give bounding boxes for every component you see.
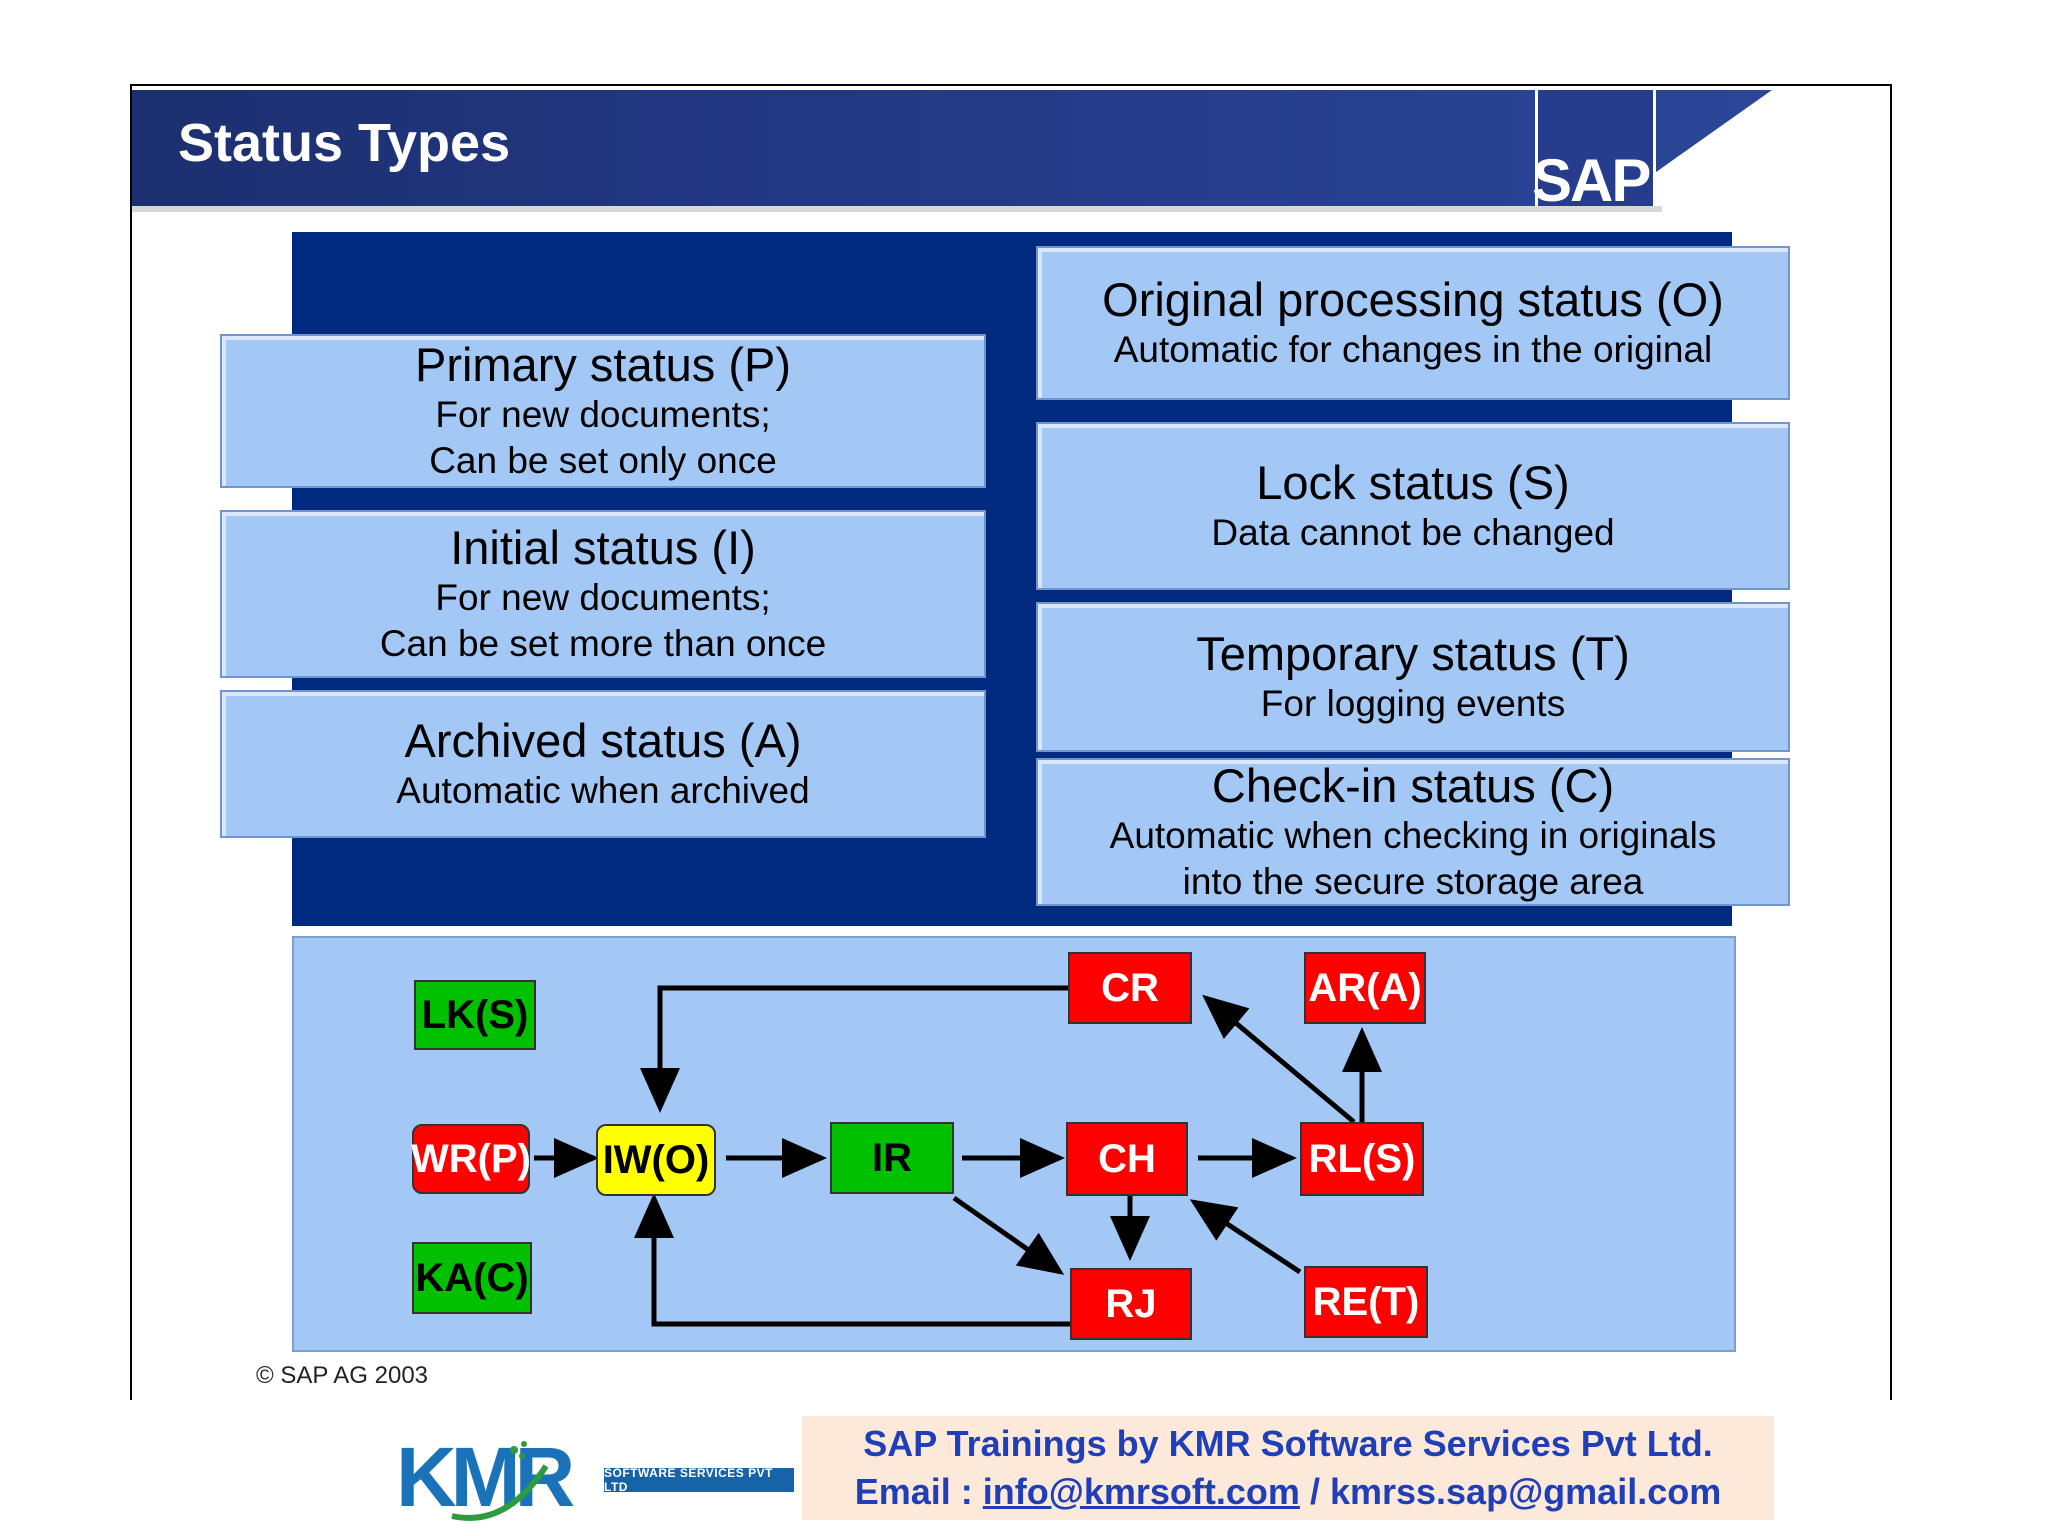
archived-status-box: Archived status (A) Automatic when archi… [220, 690, 986, 838]
node-rl: RL(S) [1300, 1122, 1424, 1196]
status-description: For logging events [1260, 683, 1566, 724]
title-bar-shadow [132, 206, 1662, 212]
sap-logo: SAP [1532, 147, 1651, 214]
status-description: Automatic when archived [396, 770, 810, 811]
status-description: For new documents; [435, 577, 771, 618]
arrow-re-ch [1189, 1199, 1302, 1275]
slide-title: Status Types [178, 113, 511, 173]
svg-text:KMR: KMR [396, 1436, 574, 1524]
status-description: Can be set only once [429, 440, 777, 481]
arrow-cr-iw [640, 985, 1068, 1113]
sap-logo-box [1535, 90, 1656, 206]
footer-title: SAP Trainings by KMR Software Services P… [863, 1423, 1713, 1464]
lock-status-box: Lock status (S) Data cannot be changed [1036, 422, 1790, 590]
arrow-rl-cr [1202, 994, 1356, 1124]
kmr-logo: KMR [396, 1436, 580, 1524]
status-description: Automatic when checking in originals [1109, 815, 1717, 856]
initial-status-box: Initial status (I) For new documents; Ca… [220, 510, 986, 678]
status-heading: Archived status (A) [404, 714, 802, 767]
status-description: Can be set more than once [379, 623, 827, 664]
node-rj: RJ [1070, 1268, 1192, 1340]
arrow-ir-rj [952, 1195, 1065, 1275]
node-wr: WR(P) [411, 1124, 531, 1194]
node-lk: LK(S) [414, 980, 536, 1050]
status-description: Automatic for changes in the original [1113, 329, 1713, 370]
status-heading: Initial status (I) [450, 521, 756, 574]
node-ka: KA(C) [412, 1242, 532, 1314]
status-heading: Check-in status (C) [1211, 759, 1615, 812]
node-ir: IR [830, 1122, 954, 1194]
footer-contact: SAP Trainings by KMR Software Services P… [802, 1416, 1774, 1520]
email-link-primary[interactable]: info@kmrsoft.com [982, 1471, 1300, 1512]
status-description: For new documents; [435, 394, 771, 435]
check-in-status-box: Check-in status (C) Automatic when check… [1036, 758, 1790, 906]
status-heading: Original processing status (O) [1102, 273, 1724, 326]
email-separator: / [1299, 1471, 1330, 1512]
kmr-tagline: SOFTWARE SERVICES PVT LTD [604, 1466, 794, 1494]
status-heading: Lock status (S) [1256, 456, 1570, 509]
node-iw: IW(O) [596, 1124, 716, 1196]
status-description: Data cannot be changed [1211, 512, 1615, 553]
status-heading: Primary status (P) [414, 338, 792, 391]
slide-frame-top [130, 84, 1892, 86]
slide-frame-right [1890, 84, 1892, 1400]
status-heading: Temporary status (T) [1196, 627, 1630, 680]
footer-email-line: Email : info@kmrsoft.com / kmrss.sap@gma… [802, 1468, 1774, 1516]
status-description: into the secure storage area [1182, 861, 1644, 902]
arrow-rj-iw [634, 1193, 1070, 1327]
node-re: RE(T) [1304, 1266, 1428, 1338]
primary-status-box: Primary status (P) For new documents; Ca… [220, 334, 986, 488]
copyright-text: © SAP AG 2003 [256, 1362, 429, 1389]
email-secondary: kmrss.sap@gmail.com [1329, 1471, 1722, 1512]
node-cr: CR [1068, 952, 1192, 1024]
node-ch: CH [1066, 1122, 1188, 1196]
title-bar [132, 90, 1772, 206]
slide-frame-left [130, 84, 132, 1400]
node-ar: AR(A) [1304, 952, 1426, 1024]
original-processing-status-box: Original processing status (O) Automatic… [1036, 246, 1790, 400]
email-label: Email : [854, 1471, 983, 1512]
temporary-status-box: Temporary status (T) For logging events [1036, 602, 1790, 752]
